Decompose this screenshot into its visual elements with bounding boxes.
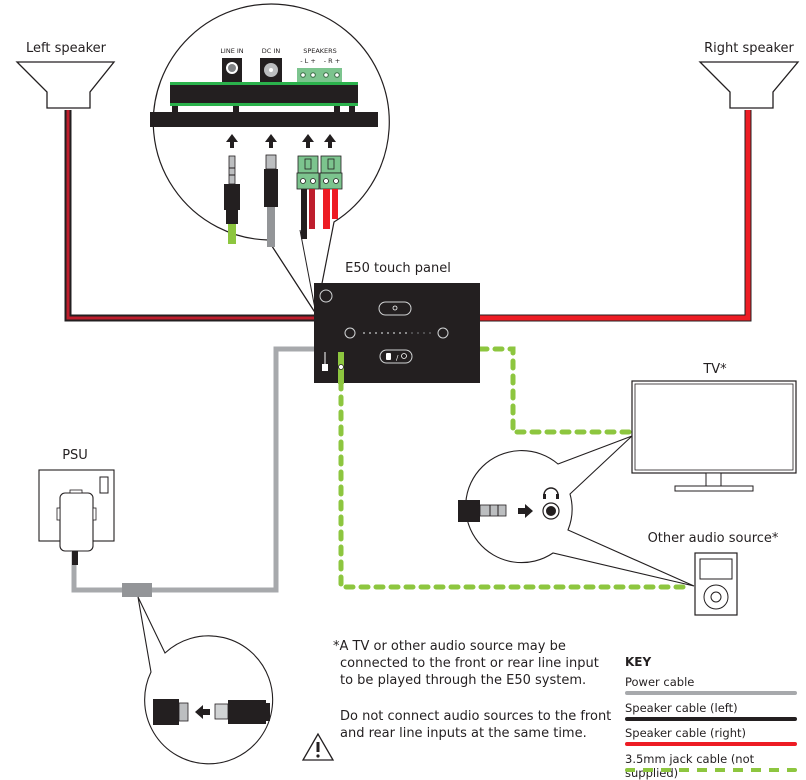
key-line-speaker-right bbox=[625, 742, 797, 746]
media-player-icon bbox=[694, 552, 738, 616]
arrow-up-icon bbox=[265, 134, 277, 148]
right-speaker-icon bbox=[698, 61, 800, 109]
speaker-right-polarity: - R + bbox=[324, 57, 340, 65]
right-speaker-cable bbox=[480, 110, 752, 322]
power-button-icon bbox=[378, 301, 412, 316]
key-line-jack bbox=[625, 768, 797, 772]
key-item-jack: 3.5mm jack cable (not supplied) bbox=[625, 752, 755, 780]
key-line-speaker-left bbox=[625, 717, 797, 721]
tv-icon bbox=[631, 380, 797, 492]
line-in-label: LINE IN bbox=[220, 47, 243, 55]
speaker-terminal-block bbox=[297, 68, 342, 82]
key-item-power: Power cable bbox=[625, 675, 695, 689]
key-item-speaker-left: Speaker cable (left) bbox=[625, 701, 738, 715]
warning-icon bbox=[301, 732, 335, 761]
power-cable bbox=[71, 346, 318, 593]
psu-icon bbox=[38, 469, 115, 565]
left-speaker-icon bbox=[15, 61, 116, 109]
touch-panel: / bbox=[314, 283, 480, 384]
arrow-up-icon bbox=[226, 134, 238, 148]
dc-plug-side-icon bbox=[214, 700, 270, 724]
insert-arrows bbox=[226, 134, 336, 148]
dc-plug-icon bbox=[264, 154, 278, 247]
dc-connector-callout bbox=[137, 596, 274, 765]
speakers-label: SPEAKERS bbox=[303, 47, 337, 55]
warning-line-2: and rear line inputs at the same time. bbox=[340, 726, 587, 741]
headphone-jack-callout bbox=[465, 435, 695, 587]
volume-level-dots bbox=[363, 332, 431, 334]
logo-icon bbox=[319, 289, 333, 303]
power-cable-connector bbox=[122, 583, 152, 597]
arrow-up-icon bbox=[302, 134, 314, 148]
left-speaker-label: Left speaker bbox=[26, 41, 107, 56]
volume-up-icon bbox=[437, 327, 449, 339]
right-speaker-label: Right speaker bbox=[704, 41, 794, 56]
key-line-power bbox=[625, 691, 797, 695]
line-in-socket bbox=[222, 58, 242, 82]
other-source-label: Other audio source* bbox=[648, 531, 779, 546]
speaker-plug-right bbox=[319, 155, 343, 229]
svg-text:/: / bbox=[396, 354, 399, 362]
volume-down-icon bbox=[344, 327, 356, 339]
key-title: KEY bbox=[625, 655, 652, 669]
psu-label: PSU bbox=[62, 448, 88, 463]
left-speaker-cable bbox=[64, 110, 318, 322]
key-item-speaker-right: Speaker cable (right) bbox=[625, 726, 747, 740]
arrow-left-icon bbox=[195, 705, 210, 719]
speaker-plug-left bbox=[296, 155, 320, 239]
jack-plug-side-icon bbox=[458, 500, 507, 522]
tv-label: TV* bbox=[702, 362, 727, 377]
jack-plug-icon bbox=[224, 155, 240, 244]
footnote-line-2: connected to the front or rear line inpu… bbox=[340, 656, 599, 671]
dc-in-label: DC IN bbox=[262, 47, 281, 55]
arrow-up-icon bbox=[324, 134, 336, 148]
jack-cable-other-source bbox=[338, 379, 693, 590]
warning-line-1: Do not connect audio sources to the fron… bbox=[340, 709, 612, 724]
rear-panel-board bbox=[150, 82, 378, 127]
arrow-right-icon bbox=[518, 504, 533, 518]
dc-in-socket bbox=[260, 58, 282, 82]
speaker-left-polarity: - L + bbox=[300, 57, 316, 65]
jack-cable-tv bbox=[477, 346, 635, 435]
dc-socket-icon bbox=[153, 699, 189, 725]
headphone-socket-icon bbox=[542, 487, 560, 520]
footnote-line-1: *A TV or other audio source may be bbox=[333, 639, 566, 654]
footnote-line-3: to be played through the E50 system. bbox=[340, 673, 587, 688]
touch-panel-label: E50 touch panel bbox=[345, 261, 451, 276]
source-button-icon bbox=[379, 349, 413, 364]
